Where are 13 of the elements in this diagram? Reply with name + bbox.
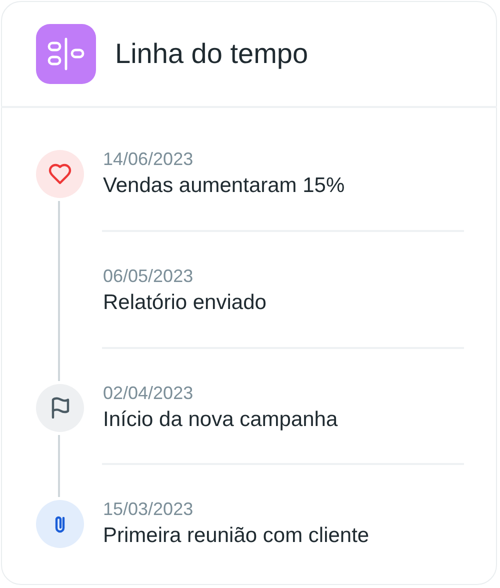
event-date: 06/05/2023	[103, 265, 194, 287]
event-description: Início da nova campanha	[103, 407, 338, 433]
timeline-connector	[58, 201, 60, 381]
flag-icon	[36, 384, 84, 432]
event-date: 02/04/2023	[103, 382, 194, 404]
card-title: Linha do tempo	[115, 38, 308, 70]
event-description: Relatório enviado	[103, 290, 266, 316]
event-description: Vendas aumentaram 15%	[103, 173, 345, 199]
event-description: Primeira reunião com cliente	[103, 523, 370, 549]
event-date: 15/03/2023	[103, 498, 194, 520]
timeline-connector	[58, 435, 60, 497]
paperclip-icon	[36, 500, 84, 548]
event-date: 14/06/2023	[103, 148, 194, 170]
